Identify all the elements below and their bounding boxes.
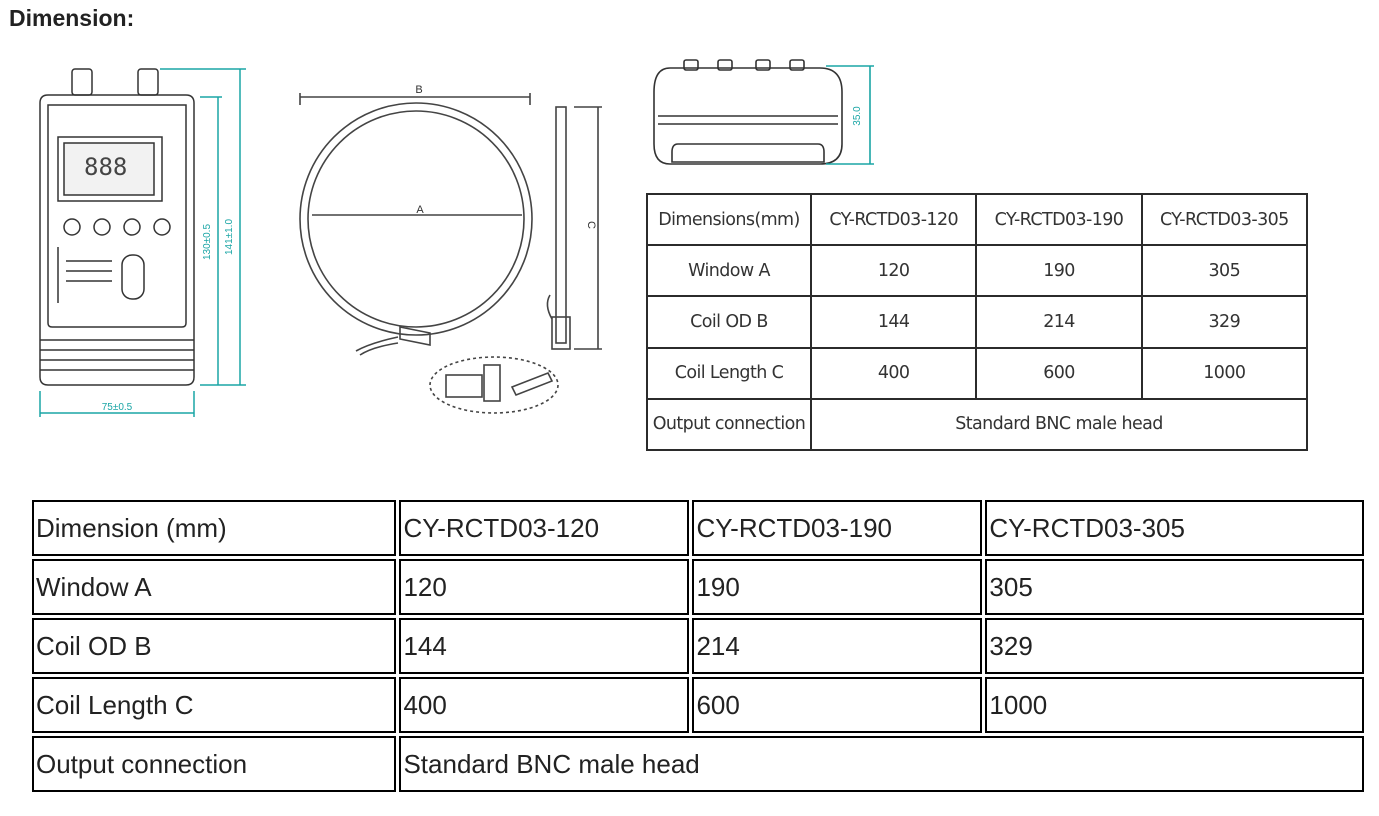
table-output-row: Output connection Standard BNC male head <box>32 736 1364 792</box>
spec-row: Window A 120 190 305 <box>646 244 1309 298</box>
table-cell: 190 <box>692 559 983 615</box>
table-header-row: Dimension (mm) CY-RCTD03-120 CY-RCTD03-1… <box>32 500 1364 556</box>
table-cell: 600 <box>692 677 983 733</box>
spec-cell: Standard BNC male head <box>810 397 1308 452</box>
spec-cell: 120 <box>809 244 978 298</box>
dim-c-label: C <box>585 221 597 229</box>
spec-cell: 190 <box>975 244 1143 298</box>
page-heading: Dimension: <box>9 5 135 31</box>
table-cell: 1000 <box>985 677 1364 733</box>
spec-row: Coil OD B 144 214 329 <box>646 295 1309 349</box>
table-row: Window A 120 190 305 <box>32 559 1364 615</box>
table-cell: Output connection <box>32 736 397 792</box>
table-cell: Standard BNC male head <box>399 736 1364 792</box>
spec-cell: Window A <box>646 244 812 298</box>
top-view-drawing: 35.0 <box>648 58 888 173</box>
spec-header-row: Dimensions(mm) CY-RCTD03-120 CY-RCTD03-1… <box>646 192 1309 247</box>
spec-cell: 600 <box>975 346 1143 400</box>
dimension-drawings: 888 141±1.0 130±0.5 75±0.5 <box>0 55 650 425</box>
spec-header-cell: Dimensions(mm) <box>646 192 812 247</box>
spec-cell: 400 <box>809 346 978 400</box>
table-row: Coil Length C 400 600 1000 <box>32 677 1364 733</box>
spec-cell: 144 <box>809 295 978 349</box>
meter-height-inner-label: 130±0.5 <box>202 224 213 261</box>
top-height-label: 35.0 <box>852 106 863 126</box>
table-cell: 400 <box>399 677 690 733</box>
coil-drawing <box>299 93 602 414</box>
table-row: Coil OD B 144 214 329 <box>32 618 1364 674</box>
spec-cell: Output connection <box>646 397 812 452</box>
spec-row: Coil Length C 400 600 1000 <box>646 346 1309 400</box>
table-cell: Window A <box>32 559 397 615</box>
spec-cell: Coil OD B <box>646 295 812 349</box>
spec-table-image: Dimensions(mm) CY-RCTD03-120 CY-RCTD03-1… <box>646 192 1309 452</box>
spec-header-cell: CY-RCTD03-190 <box>975 192 1143 247</box>
table-cell: 329 <box>985 618 1364 674</box>
spec-cell: Coil Length C <box>646 346 812 400</box>
meter-drawing: 888 <box>39 68 246 417</box>
spec-header-cell: CY-RCTD03-120 <box>809 192 978 247</box>
dim-a-label: A <box>416 204 424 216</box>
device-and-coil-drawing: 888 141±1.0 130±0.5 75±0.5 <box>39 68 602 417</box>
meter-height-outer-label: 141±1.0 <box>224 219 235 256</box>
dim-b-label: B <box>415 84 422 96</box>
table-cell: 305 <box>985 559 1364 615</box>
spec-cell: 305 <box>1140 244 1309 298</box>
spec-cell: 1000 <box>1140 346 1309 400</box>
table-cell: Coil Length C <box>32 677 397 733</box>
table-header-cell: CY-RCTD03-190 <box>692 500 983 556</box>
table-header-cell: Dimension (mm) <box>32 500 397 556</box>
svg-text:888: 888 <box>84 153 127 181</box>
dimension-table: Dimension (mm) CY-RCTD03-120 CY-RCTD03-1… <box>29 497 1367 795</box>
spec-header-cell: CY-RCTD03-305 <box>1140 192 1309 247</box>
spec-cell: 329 <box>1140 295 1309 349</box>
table-cell: 214 <box>692 618 983 674</box>
table-cell: 144 <box>399 618 690 674</box>
table-cell: 120 <box>399 559 690 615</box>
spec-output-row: Output connection Standard BNC male head <box>646 397 1308 452</box>
spec-cell: 214 <box>975 295 1143 349</box>
meter-width-label: 75±0.5 <box>102 402 133 413</box>
table-cell: Coil OD B <box>32 618 397 674</box>
table-header-cell: CY-RCTD03-120 <box>399 500 690 556</box>
table-header-cell: CY-RCTD03-305 <box>985 500 1364 556</box>
